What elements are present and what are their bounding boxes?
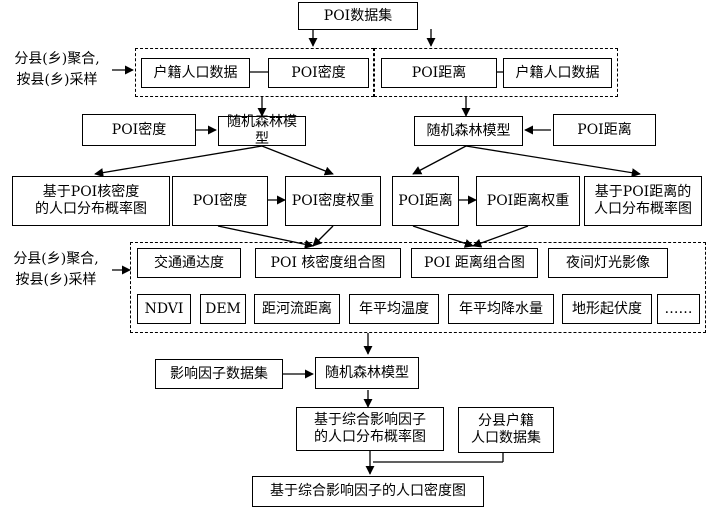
sampling-label-mid: 分县(乡)聚合, 按县(乡)采样 — [13, 251, 99, 288]
kde-probability-map: 基于POI核密度 的人口分布概率图 — [12, 176, 170, 226]
factor-poi-distance-combo: POI 距离组合图 — [411, 248, 538, 278]
registered-pop-box-left: 户籍人口数据 — [141, 58, 250, 88]
factor-terrain-relief: 地形起伏度 — [562, 294, 652, 324]
factor-annual-temperature: 年平均温度 — [349, 294, 439, 324]
random-forest-final: 随机森林模型 — [315, 357, 419, 389]
sampling-label-top: 分县(乡)聚合, 按县(乡)采样 — [14, 51, 100, 88]
factor-night-light: 夜间灯光影像 — [548, 248, 668, 278]
factor-poi-kde-combo: POI 核密度组合图 — [255, 248, 401, 278]
distance-probability-map: 基于POI距离的 人口分布概率图 — [584, 176, 702, 226]
poi-distance-box-group: POI距离 — [381, 58, 497, 88]
county-registered-pop-dataset: 分县户籍 人口数据集 — [458, 407, 554, 453]
poi-dataset-box: POI数据集 — [298, 2, 418, 30]
poi-density-box-group: POI密度 — [268, 58, 369, 88]
factor-ndvi: NDVI — [137, 294, 191, 324]
factor-dem: DEM — [200, 294, 246, 324]
poi-distance-row3: POI距离 — [392, 176, 459, 226]
poi-density-input-box: POI密度 — [82, 114, 196, 146]
right-input-group — [374, 48, 618, 97]
poi-distance-weight: POI距离权重 — [476, 176, 580, 226]
factor-river-distance: 距河流距离 — [254, 294, 340, 324]
factor-annual-precipitation: 年平均降水量 — [448, 294, 554, 324]
population-density-map: 基于综合影响因子的人口密度图 — [252, 476, 484, 507]
random-forest-left: 随机森林模型 — [218, 114, 306, 147]
influence-factors-group — [130, 242, 706, 333]
poi-density-row3: POI密度 — [172, 176, 268, 226]
random-forest-right: 随机森林模型 — [414, 116, 523, 146]
poi-density-weight: POI密度权重 — [285, 176, 381, 226]
poi-distance-input-box: POI距离 — [553, 114, 656, 146]
registered-pop-box-right: 户籍人口数据 — [503, 58, 612, 88]
factor-more-ellipsis: …… — [657, 294, 700, 324]
factor-dataset-box: 影响因子数据集 — [155, 359, 283, 389]
left-input-group — [135, 48, 374, 97]
factor-traffic-accessibility: 交通通达度 — [137, 248, 241, 278]
combined-probability-map: 基于综合影响因子 的人口分布概率图 — [296, 407, 444, 451]
